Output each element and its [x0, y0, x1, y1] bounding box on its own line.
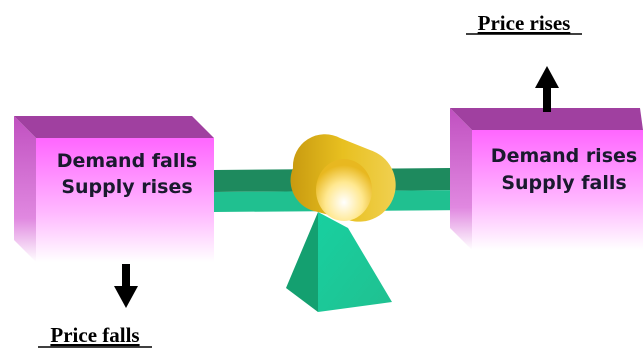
fulcrum-front-face [318, 212, 392, 312]
right-box-line2: Supply falls [501, 172, 626, 194]
right-box-front [472, 130, 643, 250]
left-box-line2: Supply rises [61, 176, 192, 198]
price-rises-label: Price rises [478, 11, 571, 35]
right-box: Demand rises Supply falls [450, 108, 643, 250]
arrow-down-icon [114, 264, 138, 308]
left-box: Demand falls Supply rises [14, 116, 214, 262]
left-box-side [14, 116, 36, 262]
right-box-line1: Demand rises [491, 145, 637, 167]
left-box-line1: Demand falls [57, 150, 197, 172]
fulcrum [286, 212, 392, 312]
pivot-cylinder [290, 134, 396, 222]
right-box-top [450, 108, 643, 130]
fulcrum-dark-face [286, 212, 318, 312]
left-box-front [36, 138, 214, 262]
right-box-side [450, 108, 472, 250]
price-falls-label: Price falls [50, 323, 139, 347]
arrow-up-icon [535, 66, 559, 112]
cylinder-face [316, 159, 372, 221]
left-box-top [14, 116, 214, 138]
